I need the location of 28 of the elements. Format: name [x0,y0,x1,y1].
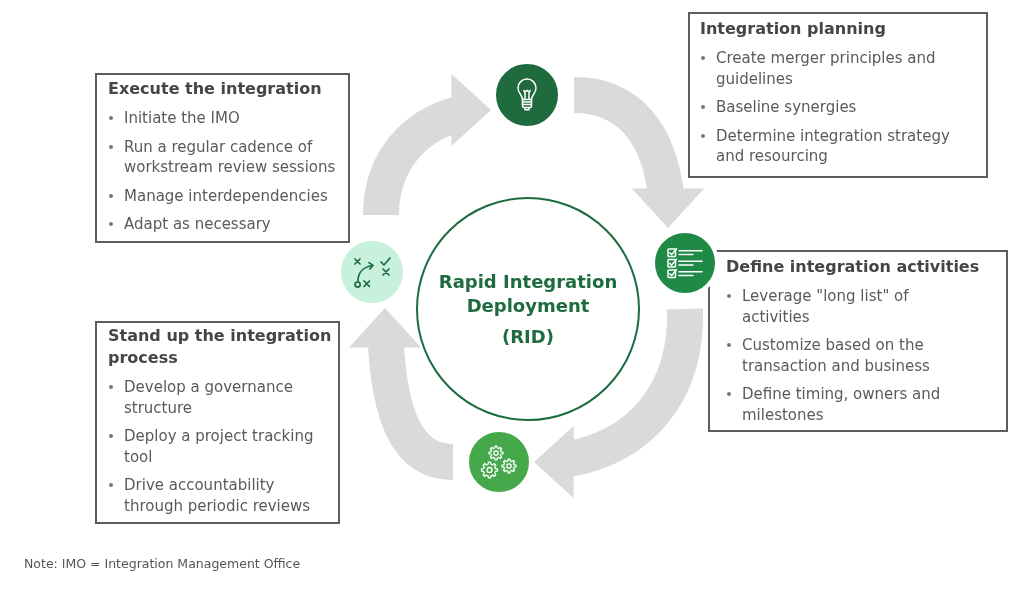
cycle-arrow [572,77,703,229]
panel-heading: Define integration activities [726,256,981,278]
bullet-text: Baseline synergies [716,97,858,118]
cycle-arrow [349,307,455,480]
step-panel [688,12,988,178]
bullet-text: Drive accountability through periodic reviews [124,475,312,516]
panel-heading: Integration planning [700,18,887,40]
bullet-text: Manage interdependencies [124,185,329,206]
bullet-text: Determine integration strategy and resourcing [716,125,951,167]
bullet-text: Develop a governance structure [124,377,294,418]
center-abbreviation: (RID) [501,324,555,349]
step-panel [95,321,340,524]
bullet-text: Leverage "long list" of activities [742,286,910,327]
bullet-text: Create merger principles and guidelines [716,48,937,89]
bullet-text: Adapt as necessary [124,214,272,235]
panel-heading: Execute the integration [108,78,323,100]
cycle-arrow [533,308,703,496]
bullet-text: Deploy a project tracking tool [124,426,315,467]
center-circle [416,197,640,421]
center-title: Rapid Integration Deployment [438,269,618,318]
bullet-text: Define timing, owners and milestones [742,384,942,425]
bullet-text: Customize based on the transaction and business [742,335,931,376]
step-panel [95,73,350,243]
panel-heading: Stand up the integration process [108,325,333,369]
note-text: Note: IMO = Integration Management Office [24,555,301,572]
bullet-text: Initiate the IMO [124,108,241,129]
bullet-text: Run a regular cadence of workstream review sessions [124,136,337,178]
step-panel [708,250,1008,432]
